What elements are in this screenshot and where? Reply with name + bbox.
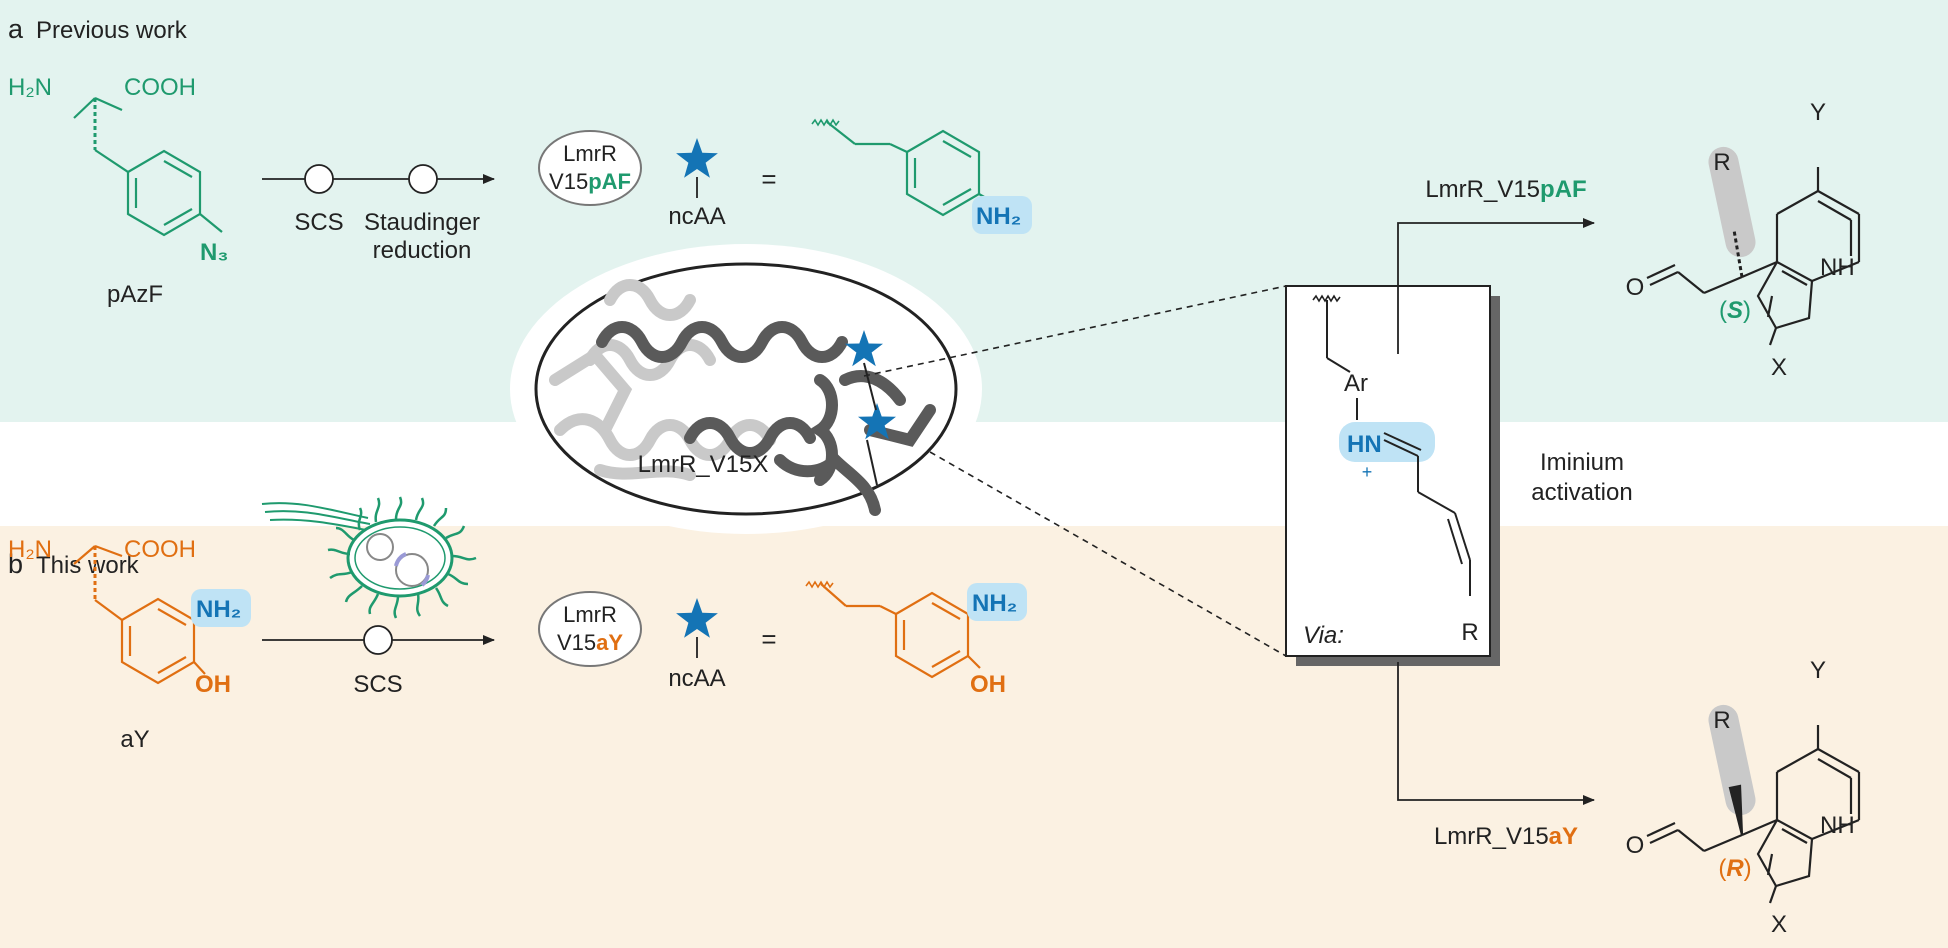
zoom-line-lower [929, 451, 1287, 657]
s-product-r: R [1713, 149, 1730, 176]
iminium-chain [1383, 432, 1471, 596]
r-product-x: X [1771, 911, 1787, 938]
protein-badge-a [538, 130, 642, 206]
scs-step-node-b [363, 625, 393, 655]
r-product-o: O [1626, 832, 1645, 859]
paf-amine: NH₂ [976, 203, 1021, 230]
scs-label-a: SCS [294, 209, 343, 236]
iminium-activation-line2: activation [1531, 479, 1632, 506]
protein-ribbon-light [549, 279, 776, 481]
protein-badge-b-line2: V15aY [557, 630, 623, 655]
hn-label: HN [1347, 431, 1382, 458]
ncaa-label-a: ncAA [668, 203, 725, 230]
staudinger-step-node [408, 164, 438, 194]
ar-label: Ar [1344, 370, 1368, 397]
ay-hydroxyl: OH [195, 671, 231, 698]
staudinger-label-2: reduction [373, 237, 472, 264]
arrow-to-s-product [1397, 218, 1595, 354]
pazf-amine: H₂N [8, 74, 52, 101]
iminium-activation-line1: Iminium [1540, 449, 1624, 476]
ay-name: aY [120, 726, 149, 753]
top-arrow-catalyst-label: LmrR_V15pAF [1425, 176, 1586, 203]
s-product-x: X [1771, 354, 1787, 381]
protein-badge-a-line1: LmrR [563, 141, 617, 166]
protein-badge-a-line2: V15pAF [549, 169, 631, 194]
pazf-name: pAzF [107, 281, 163, 308]
scs-step-node [304, 164, 334, 194]
iminium-charge: + [1362, 462, 1373, 482]
ncaa-label-b: ncAA [668, 665, 725, 692]
scs-label-b: SCS [353, 671, 402, 698]
ncaa-star-icon-b [676, 598, 718, 658]
pazf-acid: COOH [124, 74, 196, 101]
iminium-structure [1312, 294, 1358, 420]
amine-highlight-a [972, 196, 1032, 234]
ay-sidechain-amine: NH₂ [972, 590, 1017, 617]
zoom-line-upper [863, 285, 1287, 377]
iminium-box [1285, 285, 1491, 657]
ay-acid: COOH [124, 536, 196, 563]
staudinger-label-1: Staudinger [364, 209, 480, 236]
amine-highlight-b [967, 583, 1027, 621]
r-product-r: R [1713, 707, 1730, 734]
r-product [1646, 704, 1861, 904]
ay-sidechain-hydroxyl: OH [970, 671, 1006, 698]
bottom-arrow-catalyst-label: LmrR_V15aY [1434, 823, 1578, 850]
panel-b-title: This work [36, 552, 140, 579]
panel-a-title: Previous work [36, 17, 188, 44]
active-site-star-icon-1 [845, 330, 883, 367]
pazf-structure [73, 96, 223, 237]
r-product-stereo: (R) [1718, 855, 1751, 882]
star-tether-1 [863, 362, 877, 411]
s-product [1646, 146, 1861, 346]
cell-icon [261, 496, 477, 619]
via-r-label: R [1461, 619, 1478, 646]
equals-sign-b: = [761, 624, 776, 654]
panel-b-letter: b [8, 549, 23, 579]
s-product-nh: NH [1820, 254, 1855, 281]
ay-amine: H₂N [8, 536, 52, 563]
arrow-to-r-product [1397, 662, 1595, 805]
ay-structure [73, 544, 215, 685]
s-product-o: O [1626, 274, 1645, 301]
equals-sign-a: = [761, 164, 776, 194]
protein-badge-b-line1: LmrR [563, 602, 617, 627]
via-label: Via: [1303, 622, 1344, 649]
amine-highlight-ay [191, 589, 251, 627]
protein-badge-b [538, 591, 642, 667]
pazf-azide: N₃ [200, 239, 228, 266]
r-product-y: Y [1810, 657, 1826, 684]
ncaa-star-icon-a [676, 138, 718, 198]
s-product-y: Y [1810, 99, 1826, 126]
active-site-star-icon-2 [858, 403, 896, 440]
ay-ring-amine: NH₂ [196, 596, 241, 623]
r-product-nh: NH [1820, 812, 1855, 839]
protein-label: LmrR_V15X [638, 451, 769, 478]
s-product-stereo: (S) [1719, 297, 1751, 324]
panel-a-letter: a [8, 14, 24, 44]
star-tether-2 [866, 439, 878, 486]
